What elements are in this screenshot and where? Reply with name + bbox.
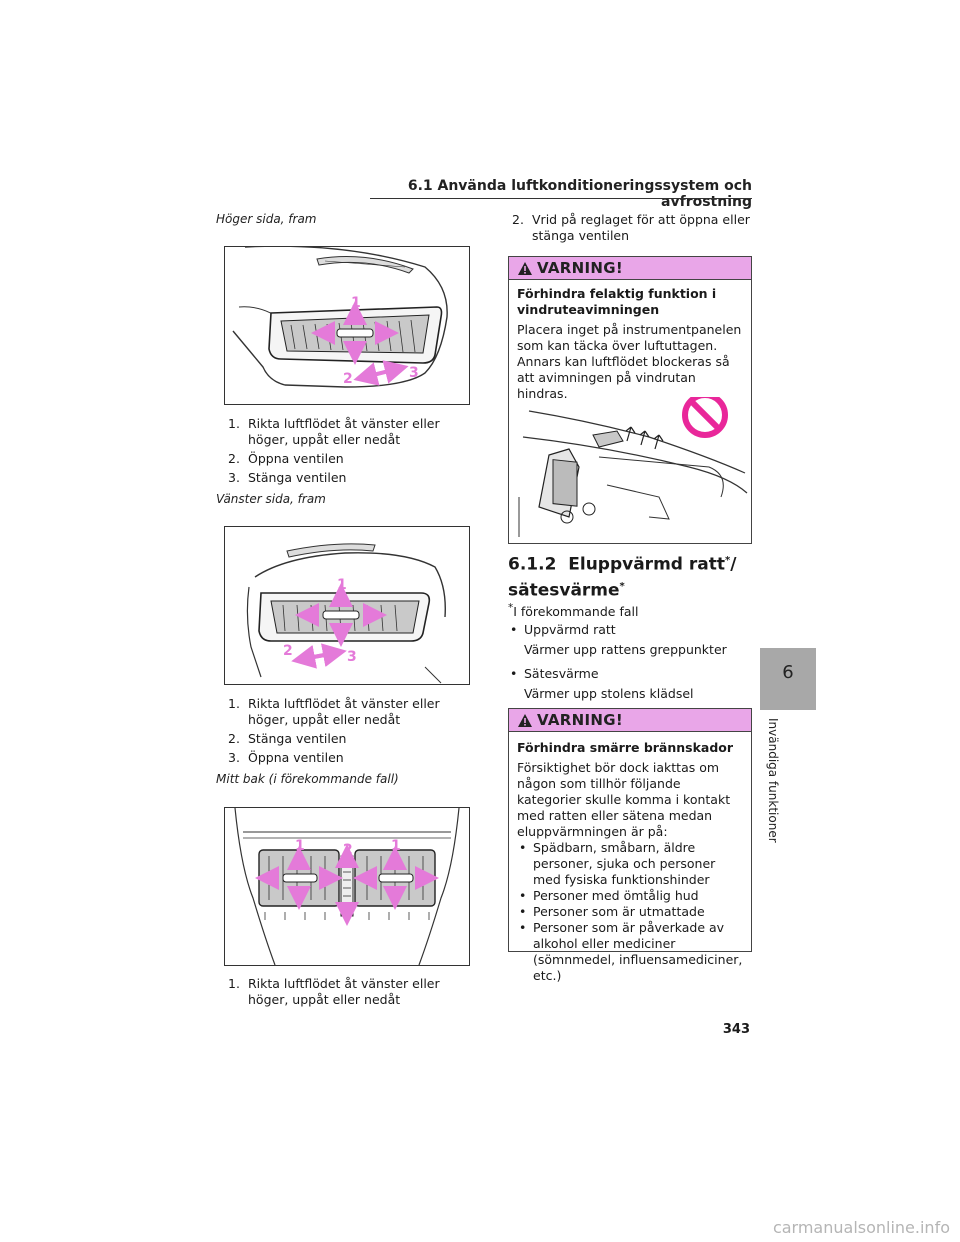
- figure-rear-center-vent: 1 2 1: [224, 807, 470, 966]
- footnote: *I förekommande fall: [508, 602, 639, 620]
- caption-rear-center: Mitt bak (i förekommande fall): [216, 772, 399, 786]
- step-item: 1.Rikta luftflödet åt vänster eller höge…: [228, 976, 440, 1007]
- fig1-label-2: 2: [343, 371, 353, 387]
- warning-triangle-icon: [518, 713, 532, 727]
- steps-left-front: 1.Rikta luftflödet åt vänster eller höge…: [228, 696, 472, 769]
- header-rule: [370, 198, 752, 199]
- warning-header: VARNING!: [509, 257, 751, 280]
- warning-label: VARNING!: [537, 711, 623, 729]
- fig3-label-2: 2: [343, 842, 353, 858]
- caption-left-front: Vänster sida, fram: [216, 492, 326, 506]
- bullet-item: Personer med ömtålig hud: [517, 888, 743, 904]
- figure-right-front-vent: 1 2 3: [224, 246, 470, 405]
- section-header: 6.1 Använda luftkonditioneringssystem oc…: [407, 178, 752, 210]
- step-item: 1.Rikta luftflödet åt vänster eller höge…: [228, 696, 440, 727]
- fig1-label-3: 3: [409, 365, 419, 381]
- warning-label: VARNING!: [537, 259, 623, 277]
- chapter-label: Invändiga funktioner: [766, 718, 780, 843]
- bullet-item: Personer som är påverkade av alkohol ell…: [517, 920, 743, 984]
- step-item: 2.Vrid på reglaget för att öppna eller s…: [512, 212, 750, 243]
- warning-triangle-icon: [518, 261, 532, 275]
- step-item: 3.Stänga ventilen: [228, 470, 347, 485]
- step-2-rotate: 2.Vrid på reglaget för att öppna eller s…: [512, 212, 752, 247]
- fig2-label-3: 3: [347, 649, 357, 665]
- steps-rear-center: 1.Rikta luftflödet åt vänster eller höge…: [228, 976, 472, 1011]
- warning-text: Försiktighet bör dock iakttas om någon s…: [517, 760, 731, 839]
- fig2-label-1: 1: [337, 577, 347, 593]
- bullet-item: Personer som är utmattade: [517, 904, 743, 920]
- warning-text: Placera inget på instrumentpanelen som k…: [517, 322, 742, 401]
- steps-right-front: 1.Rikta luftflödet åt vänster eller höge…: [228, 416, 472, 489]
- step-item: 1.Rikta luftflödet åt vänster eller höge…: [228, 416, 440, 447]
- step-item: 2.Stänga ventilen: [228, 731, 347, 746]
- fig3-label-1a: 1: [295, 838, 305, 854]
- bullet-item: Spädbarn, småbarn, äldre personer, sjuka…: [517, 840, 743, 888]
- warning-title: Förhindra smärre brännskador: [517, 740, 734, 755]
- warning-box-burns: VARNING! Förhindra smärre brännskador Fö…: [508, 708, 752, 983]
- chapter-tab: 6: [760, 648, 816, 710]
- footer-watermark: carmanualsonline.info: [772, 1218, 950, 1237]
- warning-box-defrost: VARNING! Förhindra felaktig funktion i v…: [508, 256, 752, 544]
- feature-list: • Uppvärmd ratt Värmer upp rattens grepp…: [508, 622, 758, 702]
- warning-bullets: Spädbarn, småbarn, äldre personer, sjuka…: [517, 840, 743, 984]
- warning-header: VARNING!: [509, 709, 751, 732]
- chapter-number: 6: [782, 662, 794, 683]
- figure-dashboard-prohibited: [518, 397, 748, 537]
- step-item: 2.Öppna ventilen: [228, 451, 344, 466]
- feature-item: • Sätesvärme Värmer upp stolens klädsel: [510, 666, 694, 701]
- feature-item: • Uppvärmd ratt Värmer upp rattens grepp…: [510, 622, 727, 657]
- caption-right-front: Höger sida, fram: [216, 212, 317, 226]
- fig3-label-1b: 1: [391, 838, 401, 854]
- fig1-label-1: 1: [351, 295, 361, 311]
- warning-title: Förhindra felaktig funktion i vindruteav…: [517, 286, 717, 317]
- section-title: 6.1.2 Eluppvärmd ratt*/ sätesvärme*: [508, 554, 737, 601]
- step-item: 3.Öppna ventilen: [228, 750, 344, 765]
- fig2-label-2: 2: [283, 643, 293, 659]
- page-number: 343: [722, 1022, 750, 1037]
- figure-left-front-vent: 1 2 3: [224, 526, 470, 685]
